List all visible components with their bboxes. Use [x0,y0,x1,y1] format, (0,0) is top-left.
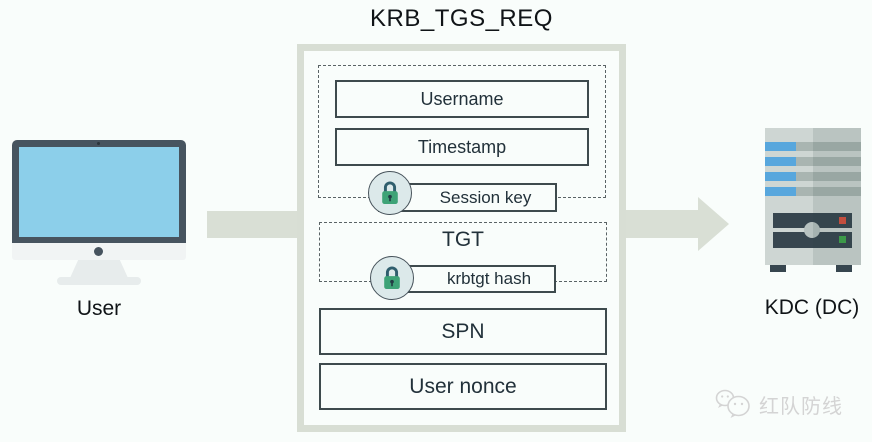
arrow-request-to-kdc-shaft [624,210,700,238]
server-slot [765,157,861,166]
server-slot-blue-bar [765,157,796,166]
monitor-chin-button [94,247,103,256]
kdc-node-label: KDC (DC) [764,296,860,319]
field-user-nonce: User nonce [319,363,607,410]
server-foot [770,265,786,272]
server-slot [765,142,861,151]
field-krbtgt-hash: krbtgt hash [400,265,556,293]
user-node-label: User [76,297,122,320]
server-slot [765,187,861,196]
monitor-stand-base [57,277,141,285]
arrow-user-to-request [207,211,299,238]
krbtgt-hash-lock-badge [370,256,414,300]
server-foot [836,265,852,272]
monitor-stand-neck [70,260,128,278]
monitor-screen [19,147,179,237]
field-user-nonce-label: User nonce [409,374,517,398]
field-timestamp: Timestamp [335,128,589,166]
watermark: 红队防线 [714,384,870,424]
arrow-request-to-kdc-head [698,197,729,251]
server-knob [804,222,820,238]
padlock-icon [382,181,398,204]
field-spn-label: SPN [441,319,485,343]
field-username-label: Username [420,88,504,109]
server-slot-blue-bar [765,172,796,181]
field-krbtgt-hash-label: krbtgt hash [446,269,532,288]
session-key-lock-badge [368,171,412,215]
field-session-key-label: Session key [439,187,532,207]
server-slot-blue-bar [765,142,796,151]
field-username: Username [335,80,589,118]
field-spn: SPN [319,308,607,355]
server-slot [765,172,861,181]
field-tgt-label: TGT [442,228,484,251]
monitor-camera-dot [97,142,100,145]
field-timestamp-label: Timestamp [417,136,507,157]
padlock-icon [384,266,400,289]
watermark-text: 红队防线 [759,395,843,418]
wechat-bubbles-icon [715,389,750,418]
server-shading [813,128,861,265]
diagram-title: KRB_TGS_REQ [370,5,553,32]
server-led-red [839,217,846,224]
server-led-green [839,236,846,243]
server-slot-blue-bar [765,187,796,196]
